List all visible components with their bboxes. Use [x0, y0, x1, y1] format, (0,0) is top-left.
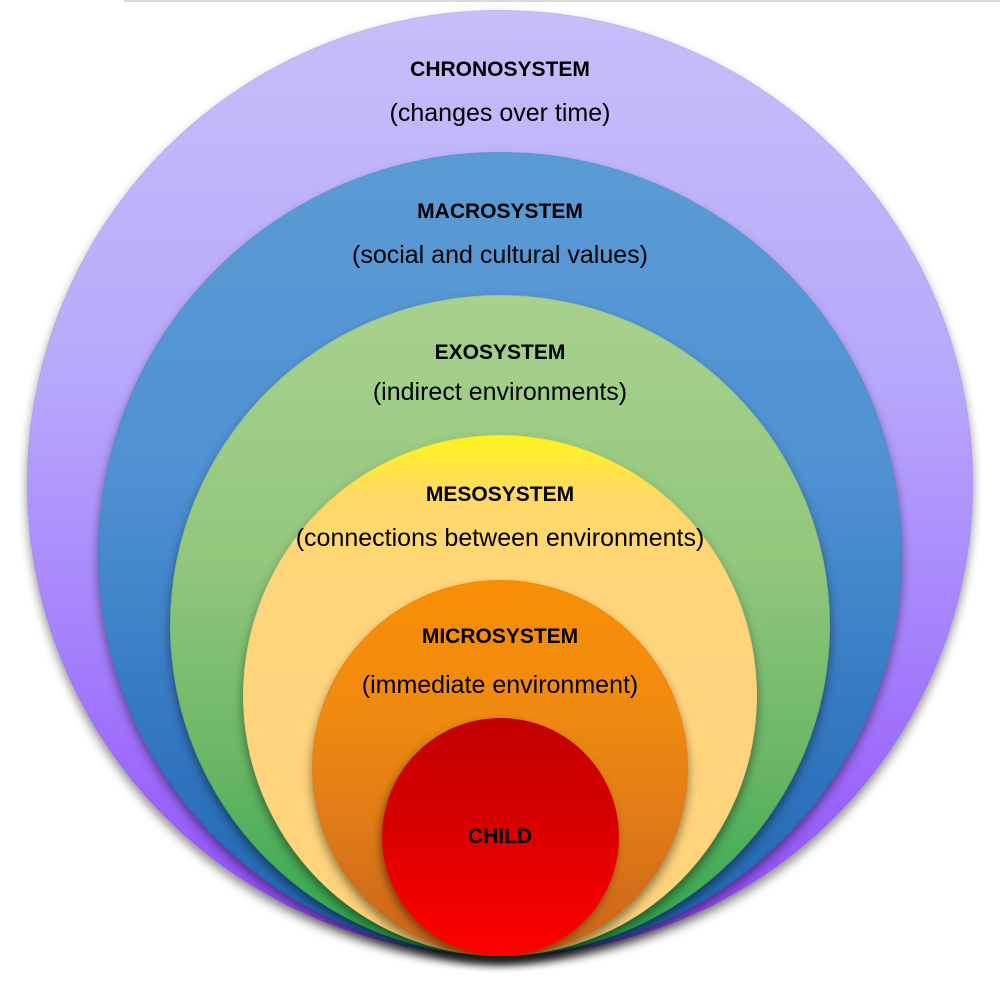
child-circle: [382, 718, 619, 956]
macrosystem-title: MACROSYSTEM: [417, 200, 583, 223]
microsystem-subtitle: (immediate environment): [361, 671, 639, 699]
child-label: CHILD: [467, 825, 533, 848]
top-divider-line: [124, 0, 1000, 2]
mesosystem-title: MESOSYSTEM: [425, 483, 575, 506]
exosystem-subtitle: (indirect environments): [372, 378, 628, 406]
macrosystem-subtitle: (social and cultural values): [352, 241, 648, 269]
mesosystem-subtitle: (connections between environments): [295, 524, 705, 552]
exosystem-title: EXOSYSTEM: [434, 341, 566, 364]
microsystem-title: MICROSYSTEM: [421, 625, 579, 648]
chronosystem-title: CHRONOSYSTEM: [410, 58, 590, 81]
chronosystem-subtitle: (changes over time): [389, 99, 611, 127]
